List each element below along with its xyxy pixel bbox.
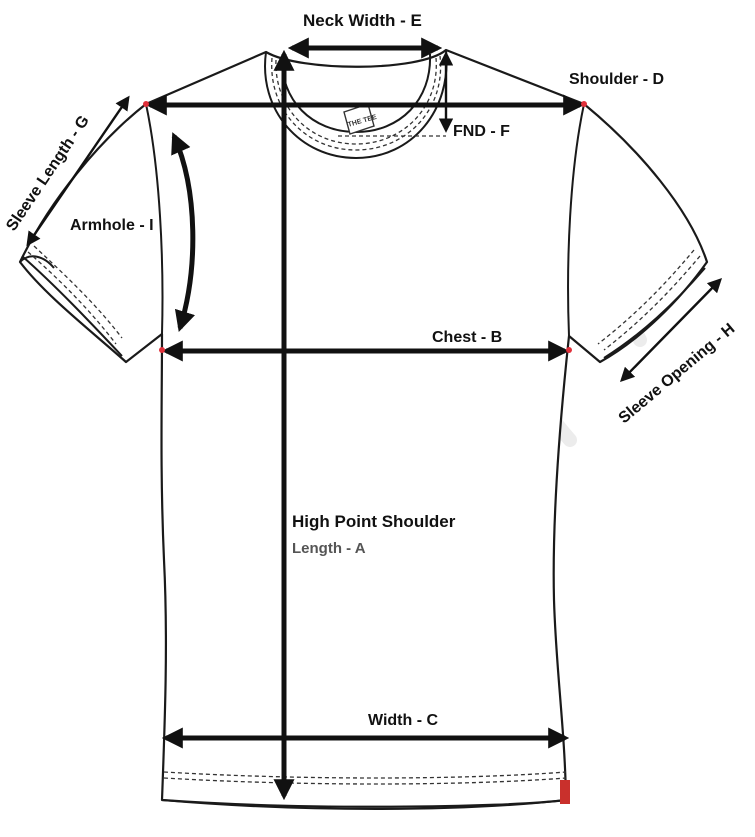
tshirt: THE TEE xyxy=(18,48,709,810)
measurement-arrows xyxy=(26,37,723,801)
hem-tag xyxy=(560,780,570,804)
sleeve-length-arrow xyxy=(26,95,130,247)
tshirt-outline xyxy=(18,48,709,808)
label-shoulder: Shoulder - D xyxy=(569,71,664,88)
label-hps-line1: High Point Shoulder xyxy=(292,512,456,531)
label-neck-width: Neck Width - E xyxy=(303,11,422,30)
sleeve-opening-arrow xyxy=(619,277,723,383)
armhole-arrow xyxy=(171,132,196,333)
label-fnd: FND - F xyxy=(453,123,510,140)
label-hps-line2: Length - A xyxy=(292,540,366,557)
label-chest: Chest - B xyxy=(432,329,502,346)
label-width: Width - C xyxy=(368,712,439,729)
measurement-points xyxy=(143,101,587,353)
label-armhole: Armhole - I xyxy=(70,217,154,234)
